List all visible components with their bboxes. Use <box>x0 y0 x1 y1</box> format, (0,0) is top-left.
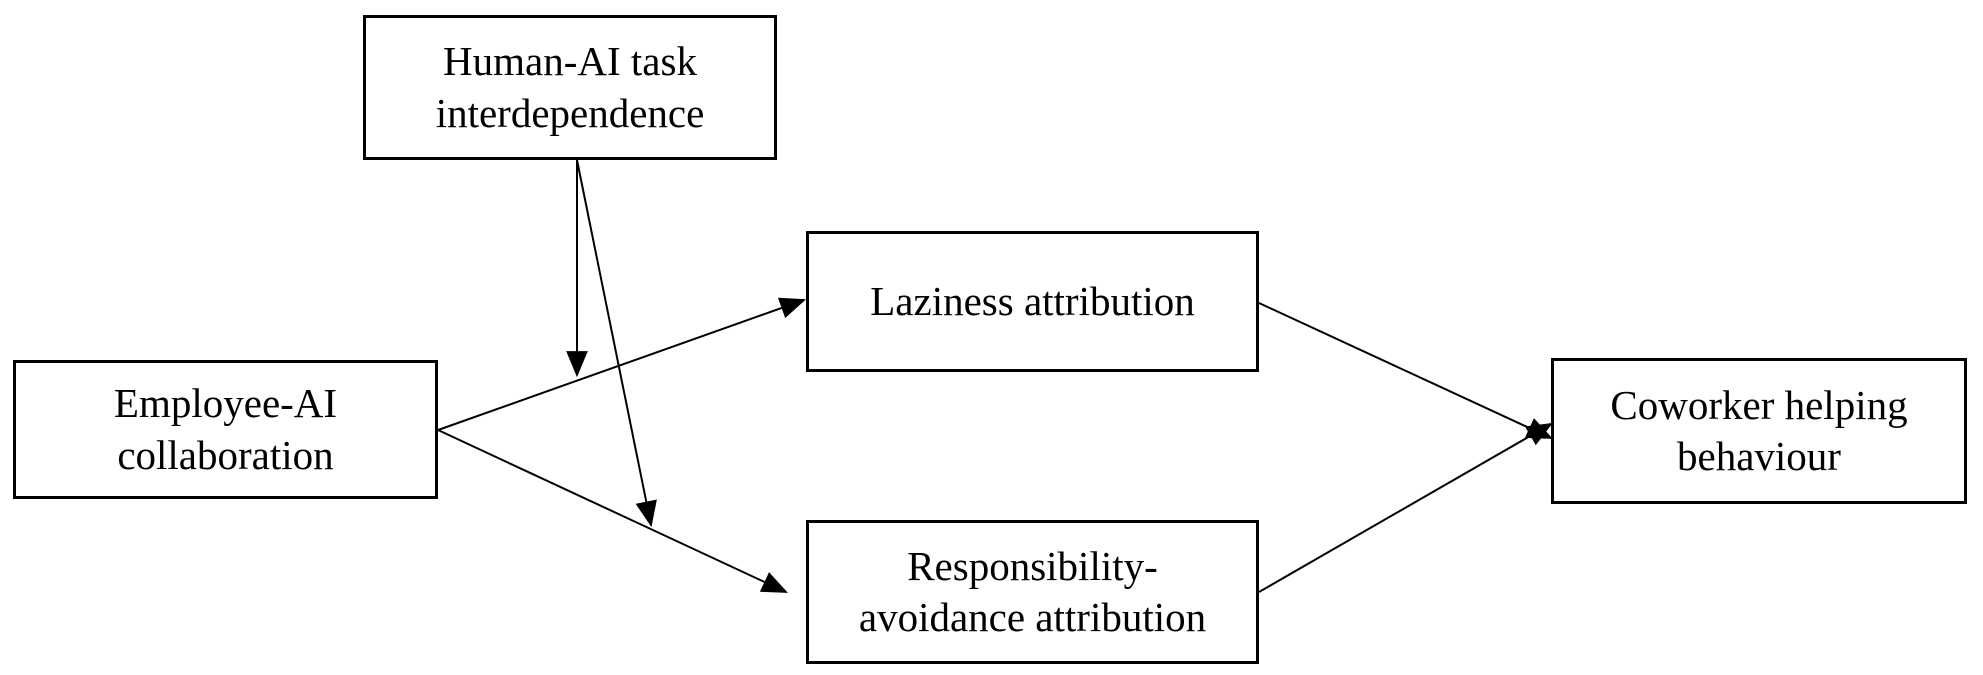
edge-predictor-to-responsibility <box>437 429 788 593</box>
edge-responsibility-to-outcome <box>1258 422 1553 593</box>
node-label-line: Laziness attribution <box>870 277 1195 324</box>
node-laziness-attribution: Laziness attribution <box>806 231 1259 372</box>
node-label-line: Employee-AI <box>113 380 338 427</box>
node-responsibility-avoidance-attribution: Responsibility- avoidance attribution <box>806 520 1259 664</box>
node-coworker-helping-behaviour: Coworker helping behaviour <box>1551 358 1967 504</box>
edge-predictor-to-laziness <box>437 297 807 431</box>
node-human-ai-task-interdependence: Human-AI task interdependence <box>363 15 777 160</box>
node-label-line: behaviour <box>1677 433 1841 479</box>
node-employee-ai-collaboration: Employee-AI collaboration <box>13 360 438 499</box>
edge-laziness-to-outcome <box>1258 302 1553 439</box>
node-label-line: Human-AI task <box>443 38 697 85</box>
node-label-line: Responsibility- <box>907 542 1158 589</box>
node-label-line: collaboration <box>117 431 334 478</box>
node-label-line: Coworker helping <box>1610 381 1908 428</box>
edge-moderator-to-responsibility-path <box>576 159 657 528</box>
node-label-line: interdependence <box>435 89 705 136</box>
node-label-line: avoidance attribution <box>858 594 1207 640</box>
